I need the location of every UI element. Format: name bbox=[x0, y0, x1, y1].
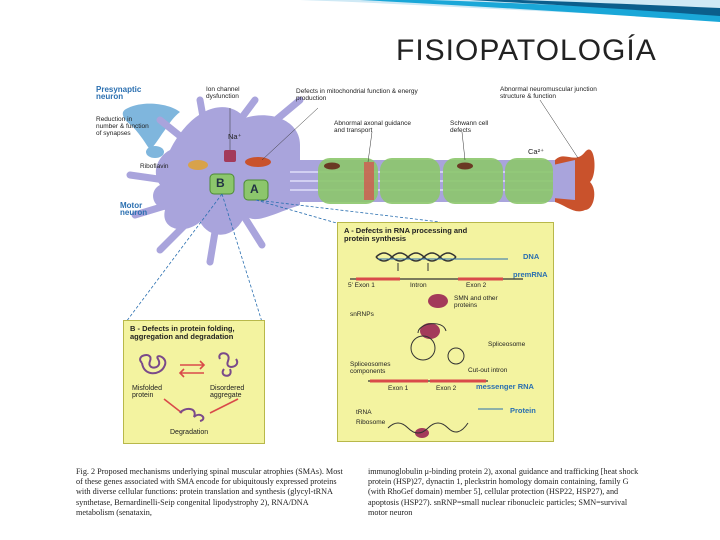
motor-neuron-body bbox=[153, 107, 300, 235]
presynaptic-terminal bbox=[146, 146, 164, 158]
label-snrnps: snRNPs bbox=[350, 311, 374, 318]
dna-helix bbox=[375, 252, 457, 262]
schwann-nucleus bbox=[457, 162, 473, 170]
slide-title: FISIOPATOLOGÍA bbox=[396, 34, 657, 67]
schwann-cell bbox=[318, 158, 378, 204]
label-box-b: B bbox=[216, 176, 225, 190]
mitochondrion bbox=[245, 157, 271, 167]
label-axonal: Abnormal axonal guidance and transport bbox=[334, 120, 411, 134]
schwann-cell bbox=[380, 158, 440, 204]
header-swoosh bbox=[0, 0, 720, 22]
axonal-defect-marker bbox=[364, 162, 374, 200]
figure-caption-left: Fig. 2 Proposed mechanisms underlying sp… bbox=[76, 467, 343, 517]
label-riboflavin: Riboflavin bbox=[140, 163, 169, 170]
protein-chain bbox=[387, 422, 469, 434]
label-cut-intron: Cut-out intron bbox=[468, 367, 508, 374]
label-intron: Intron bbox=[410, 282, 427, 289]
label-exon1: 5' Exon 1 bbox=[348, 282, 375, 289]
label-motor-neuron: Motor neuron bbox=[120, 201, 148, 217]
label-protein: Protein bbox=[510, 406, 536, 415]
label-ca: Ca²⁺ bbox=[528, 147, 545, 156]
label-schwann: Schwann cell defects bbox=[450, 120, 489, 134]
degradation-shape bbox=[179, 407, 205, 422]
misfolded-protein-shape bbox=[139, 354, 167, 375]
label-mexon2: Exon 2 bbox=[436, 385, 457, 392]
label-ribosome: Ribosome bbox=[356, 419, 386, 426]
label-mito: Defects in mitochondrial function & ener… bbox=[296, 88, 418, 102]
panel-a-title: A - Defects in RNA processing and protei… bbox=[344, 226, 468, 243]
riboflavin-transporter bbox=[188, 160, 208, 170]
schwann-nucleus bbox=[324, 162, 340, 170]
schwann-cell bbox=[505, 158, 553, 204]
panel-b: B - Defects in protein folding, aggregat… bbox=[123, 320, 265, 444]
label-mexon1: Exon 1 bbox=[388, 385, 409, 392]
label-box-a: A bbox=[250, 182, 259, 196]
label-smn: SMN and other proteins bbox=[454, 295, 498, 309]
figure-caption-right: immunoglobulin μ-binding protein 2), axo… bbox=[368, 467, 639, 517]
degradation-arrows bbox=[163, 398, 239, 414]
label-trna: tRNA bbox=[356, 409, 372, 416]
label-presynaptic: Presynaptic neuron bbox=[96, 85, 142, 101]
spliceosome bbox=[410, 335, 436, 361]
label-ion-channel: Ion channel dysfunction bbox=[206, 86, 240, 100]
label-exon2: Exon 2 bbox=[466, 282, 487, 289]
label-spl-components: Spliceosomes components bbox=[350, 361, 391, 375]
panel-a: A - Defects in RNA processing and protei… bbox=[337, 222, 554, 442]
label-reduction: Reduction in number & function of synaps… bbox=[96, 116, 149, 137]
cut-out-intron bbox=[447, 347, 465, 365]
nmj-terminal bbox=[553, 160, 575, 200]
ion-channel bbox=[224, 150, 236, 162]
label-disordered: Disordered aggregate bbox=[210, 385, 245, 399]
label-messenger-rna: messenger RNA bbox=[476, 382, 534, 391]
dendrites bbox=[126, 96, 304, 266]
disordered-aggregate-shape bbox=[218, 352, 239, 377]
label-premrna: premRNA bbox=[513, 270, 548, 279]
smn-complex bbox=[428, 294, 448, 308]
panel-b-title: B - Defects in protein folding, aggregat… bbox=[130, 324, 235, 341]
label-na: Na⁺ bbox=[228, 132, 242, 141]
label-spliceosome: Spliceosome bbox=[488, 341, 526, 348]
presynaptic-neuron bbox=[122, 103, 180, 150]
label-nmj: Abnormal neuromuscular junction structur… bbox=[500, 86, 597, 100]
label-degradation: Degradation bbox=[170, 429, 209, 436]
label-dna: DNA bbox=[523, 252, 540, 261]
schwann-cell bbox=[443, 158, 503, 204]
equilibrium-arrows bbox=[178, 360, 206, 378]
label-misfolded: Misfolded protein bbox=[132, 385, 162, 399]
